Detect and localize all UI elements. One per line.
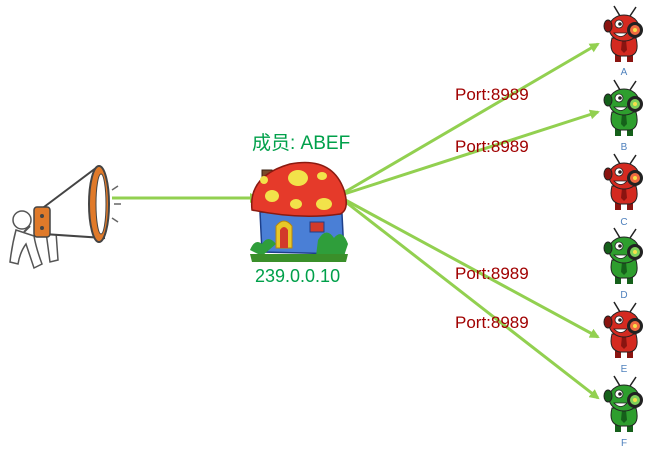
- port-label-f: Port:8989: [455, 313, 529, 332]
- arrow-to-receiver-b: [337, 109, 600, 198]
- receiver-letter-c: C: [620, 217, 628, 228]
- arrow-to-receiver-f: [337, 194, 600, 400]
- receiver-letter-f: F: [620, 438, 628, 449]
- port-label-b: Port:8989: [455, 137, 529, 156]
- receiver-letter-e: E: [620, 364, 628, 375]
- group-members-label: 成员: ABEF: [252, 133, 351, 154]
- group-address-label: 239.0.0.10: [255, 266, 341, 286]
- receiver-e-icon: [603, 301, 643, 358]
- receivers-group: [603, 5, 643, 432]
- receiver-f-icon: [603, 375, 643, 432]
- port-label-a: Port:8989: [455, 85, 529, 104]
- megaphone-icon: [9, 165, 121, 270]
- receiver-d-icon: [603, 227, 643, 284]
- arrow-to-receiver-e: [337, 194, 600, 339]
- arrow-to-receiver-a: [337, 42, 600, 198]
- receiver-c-icon: [603, 153, 643, 210]
- receiver-letter-a: A: [620, 67, 628, 78]
- mushroom-house-icon: [250, 161, 348, 262]
- receiver-b-icon: [603, 79, 643, 136]
- port-label-e: Port:8989: [455, 264, 529, 283]
- receiver-letter-d: D: [620, 290, 628, 301]
- receiver-a-icon: [603, 5, 643, 62]
- receiver-letter-b: B: [620, 142, 628, 153]
